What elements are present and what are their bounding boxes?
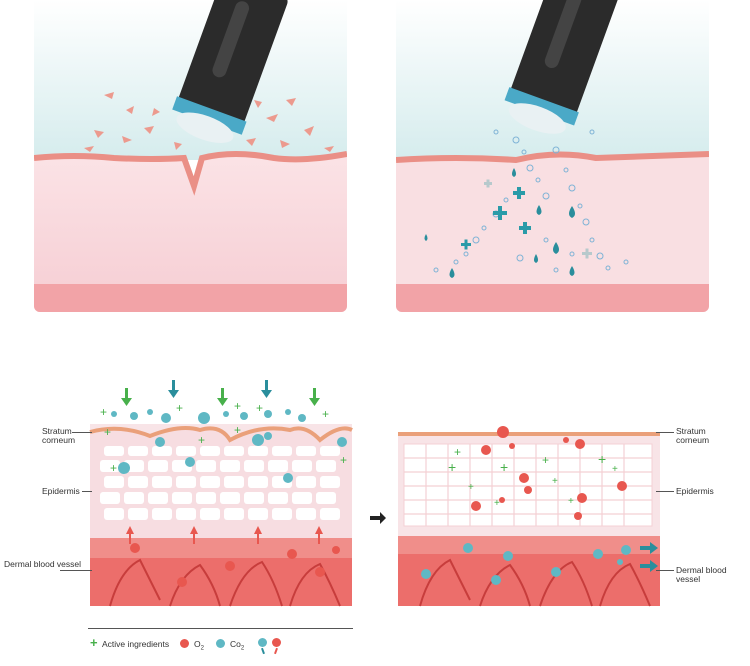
plus-icon: + [90, 635, 98, 650]
svg-text:+: + [322, 407, 329, 421]
svg-text:+: + [256, 401, 263, 415]
epidermis-cells-left [100, 446, 340, 520]
svg-text:+: + [500, 459, 508, 475]
exfoliation-panel [34, 0, 347, 312]
handpiece-device [504, 0, 620, 134]
process-arrow-icon [370, 512, 386, 524]
svg-text:+: + [234, 399, 241, 413]
handpiece-device [172, 0, 288, 144]
label-line [82, 491, 92, 492]
teal-outward-arrows [640, 542, 658, 572]
infusion-panel [396, 0, 709, 312]
skin-cross-section-diagrams: ++ ++ ++ ++ ++ [89, 380, 660, 607]
label-line [60, 570, 92, 571]
blood-vessels-left [109, 558, 341, 607]
svg-text:+: + [176, 401, 183, 415]
blood-vessels-right [419, 558, 651, 607]
svg-text:+: + [340, 453, 347, 467]
molecules-left [111, 409, 347, 587]
label-stratum-corneum-left: Stratum corneum [42, 426, 76, 445]
svg-text:+: + [494, 498, 500, 509]
label-epidermis-right: Epidermis [676, 486, 714, 496]
svg-text:+: + [598, 451, 606, 467]
exchange-arrow-icon [261, 647, 265, 655]
green-downward-arrows [121, 388, 320, 406]
legend: + Active ingredients O2 Co2 [88, 628, 353, 655]
teal-downward-arrows [168, 380, 272, 398]
bubbles [433, 129, 629, 273]
svg-text:+: + [468, 482, 474, 493]
label-dermal-right: Dermal blood vessel [676, 565, 727, 584]
label-epidermis-left: Epidermis [42, 486, 80, 496]
label-line [656, 491, 674, 492]
exfoliation-illustration [34, 0, 347, 312]
label-line [72, 432, 92, 433]
svg-text:+: + [104, 425, 111, 439]
label-line [656, 432, 674, 433]
o2-molecule-icon [180, 639, 189, 648]
exchange-co2-icon [258, 638, 267, 647]
svg-text:+: + [234, 423, 241, 437]
label-dermal-left: Dermal blood vessel [4, 559, 82, 569]
svg-text:+: + [100, 405, 107, 419]
legend-active-ingredients: Active ingredients [102, 639, 170, 649]
svg-text:+: + [568, 496, 574, 507]
svg-text:+: + [454, 445, 461, 459]
svg-text:+: + [110, 461, 117, 475]
legend-co2: Co2 [230, 639, 245, 652]
skin-section-before: + + + + + + + + + + [89, 380, 353, 607]
cell-grid-right [404, 444, 652, 526]
svg-text:+: + [448, 459, 456, 475]
svg-text:+: + [552, 476, 558, 487]
label-line [656, 570, 674, 571]
skin-section-after: ++ ++ ++ ++ ++ [398, 426, 660, 607]
water-drops [424, 168, 575, 278]
label-stratum-corneum-right: Stratum corneum [676, 426, 710, 445]
co2-molecule-icon [216, 639, 225, 648]
exchange-o2-icon [272, 638, 281, 647]
molecules-right [421, 426, 631, 585]
svg-text:+: + [612, 464, 618, 475]
legend-o2: O2 [194, 639, 204, 652]
svg-text:+: + [542, 453, 549, 467]
exchange-arrow-icon [274, 647, 278, 655]
active-ingredient-plus-signs [461, 179, 592, 259]
infusion-illustration [396, 0, 709, 312]
active-plus-left: + + + + + + + + + + [100, 399, 347, 475]
svg-text:+: + [198, 433, 205, 447]
active-plus-right: ++ ++ ++ ++ ++ [448, 445, 618, 509]
red-upward-arrows [126, 526, 323, 544]
